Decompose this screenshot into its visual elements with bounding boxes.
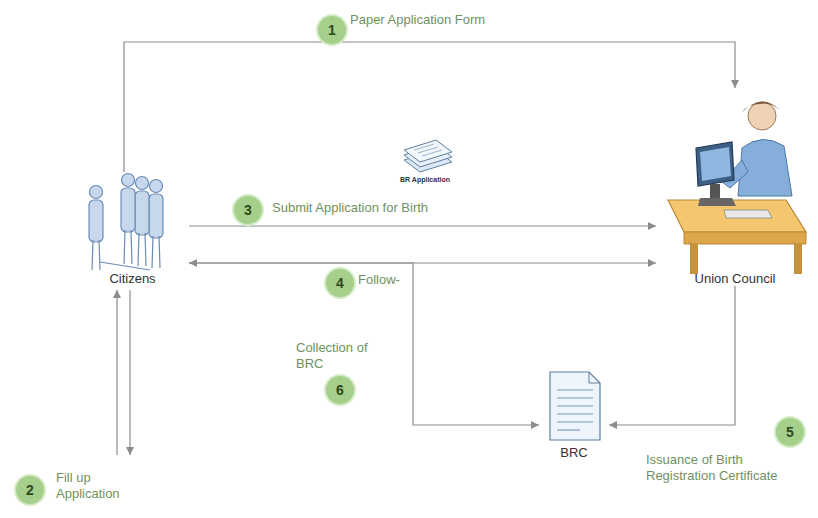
actor-node: Union Council bbox=[656, 88, 814, 286]
step-label: Paper Application Form bbox=[350, 12, 485, 28]
node-label: Citizens bbox=[76, 271, 189, 286]
fill-up-line-up bbox=[116, 290, 117, 455]
br-application-icon bbox=[404, 140, 452, 172]
certificate-icon bbox=[550, 372, 600, 440]
icon-caption: BR Application bbox=[395, 176, 455, 183]
flow-arrow bbox=[189, 263, 539, 425]
actor-node: Citizens bbox=[76, 172, 189, 286]
step-label: Submit Application for Birth bbox=[272, 200, 428, 216]
step-label: Fill up Application bbox=[56, 470, 136, 503]
node-label: Union Council bbox=[656, 271, 814, 286]
citizens-icon bbox=[89, 174, 163, 271]
flow-arrow bbox=[189, 225, 656, 226]
callout-number: 6 bbox=[326, 376, 354, 404]
node-label: BRC bbox=[539, 445, 609, 460]
callout-number: 2 bbox=[16, 476, 44, 504]
callout-number: 1 bbox=[318, 16, 346, 44]
callout-number: 5 bbox=[776, 418, 804, 446]
flow-arrow bbox=[609, 286, 735, 425]
fill-up-line-down bbox=[129, 290, 130, 455]
step-label: Issuance of Birth Registration Certifica… bbox=[646, 452, 811, 485]
callout-number: 4 bbox=[326, 269, 354, 297]
actor-node: BRC bbox=[539, 368, 609, 460]
step-label: Follow- bbox=[358, 272, 400, 288]
flow-arrow bbox=[124, 42, 735, 172]
callout-number: 3 bbox=[234, 196, 262, 224]
union-council-icon bbox=[668, 101, 806, 274]
step-label: Collection of BRC bbox=[296, 340, 392, 373]
